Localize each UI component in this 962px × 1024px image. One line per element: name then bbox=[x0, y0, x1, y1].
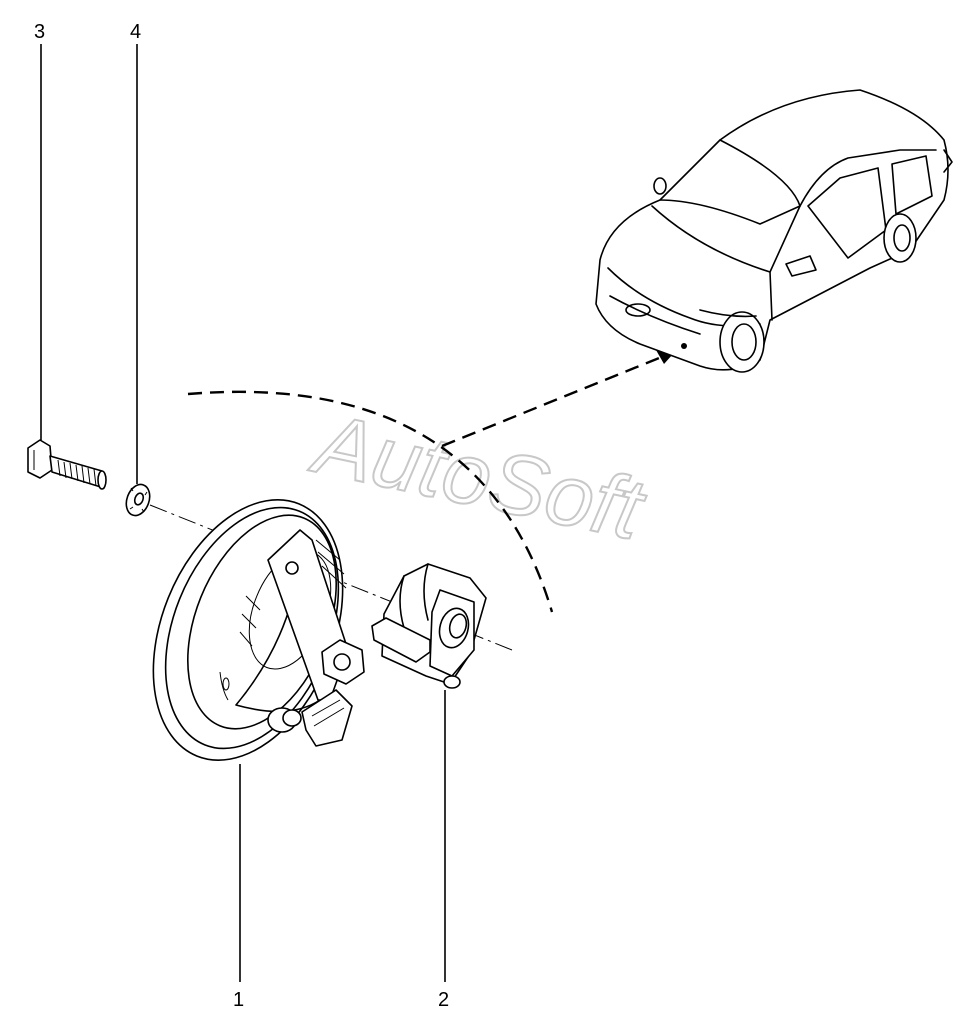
horn-bracket bbox=[371, 563, 487, 689]
callout-2: 2 bbox=[438, 690, 449, 1011]
car-location-view bbox=[595, 89, 953, 373]
callout-label-3: 3 bbox=[34, 21, 45, 43]
zone-arc bbox=[187, 390, 554, 613]
callout-label-4: 4 bbox=[130, 21, 141, 43]
callout-4: 4 bbox=[130, 21, 141, 484]
location-arrow bbox=[441, 354, 665, 448]
horn bbox=[152, 499, 365, 761]
callout-label-2: 2 bbox=[438, 989, 449, 1011]
callout-1: 1 bbox=[233, 764, 244, 1011]
watermark: AutoSoft bbox=[303, 395, 654, 559]
callout-label-1: 1 bbox=[233, 989, 244, 1011]
bolt bbox=[27, 439, 107, 490]
washer bbox=[125, 483, 151, 517]
callout-3: 3 bbox=[34, 21, 45, 440]
